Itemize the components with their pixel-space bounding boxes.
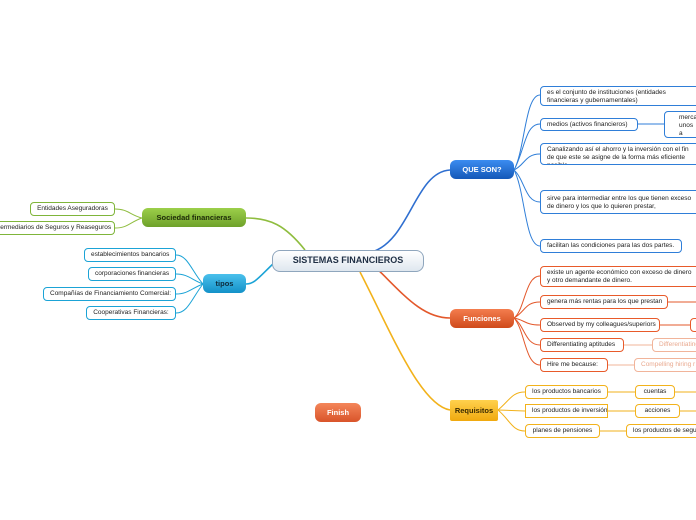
connector-requisitos-3 [497, 409, 526, 432]
funciones-item-5[interactable]: Hire me because: [540, 358, 608, 372]
tipos-item-4[interactable]: Cooperativas Financieras: [86, 306, 176, 320]
requisitos-item-1[interactable]: los productos bancarios [525, 385, 608, 399]
que-son-item-2[interactable]: medios (activos financieros) [540, 118, 638, 131]
central-topic[interactable]: SISTEMAS FINANCIEROS [272, 250, 424, 272]
finish-topic[interactable]: Finish [315, 403, 361, 422]
requisitos-sub-1[interactable]: cuentas [635, 385, 675, 399]
requisitos-sub-2[interactable]: acciones [635, 404, 680, 418]
requisitos-item-3[interactable]: planes de pensiones [525, 424, 600, 438]
topic-que-son[interactable]: QUE SON? [450, 160, 514, 179]
topic-tipos[interactable]: tipos [203, 274, 246, 293]
requisitos-sub-3[interactable]: los productos de segu [626, 424, 696, 438]
connector-tipos-4 [175, 283, 204, 314]
funciones-item-4[interactable]: Differentiating aptitudes [540, 338, 624, 352]
connector-funciones-2 [513, 301, 541, 319]
connector-center-que-son [371, 169, 451, 253]
funciones-item-4-sub[interactable]: Differentiating [652, 338, 696, 352]
funciones-item-3[interactable]: Observed by my colleagues/superiors [540, 318, 660, 332]
tipos-item-3[interactable]: Compañías de Financiamiento Comercial: [43, 287, 176, 301]
requisitos-item-2[interactable]: los productos de inversión [525, 404, 608, 418]
connector-sociedad-2 [114, 217, 143, 229]
connector-requisitos-2 [497, 409, 526, 412]
que-son-item-4[interactable]: sirve para intermediar entre los que tie… [540, 190, 696, 214]
funciones-item-5-sub[interactable]: Compelling hiring r [634, 358, 696, 372]
connector-requisitos-1 [497, 391, 526, 411]
sociedad-item-1[interactable]: Entidades Aseguradoras [30, 202, 115, 216]
que-son-medios-sub[interactable]: mercados, unos a otros, demandantes [664, 111, 696, 138]
sociedad-item-2[interactable]: Intermediarios de Seguros y Reaseguros [0, 221, 115, 235]
connector-que-son-2 [513, 123, 541, 171]
funciones-item-3-sub[interactable] [690, 318, 696, 332]
connector-tipos-2 [175, 273, 204, 285]
tipos-item-2[interactable]: corporaciones financieras [88, 267, 176, 281]
connector-center-requisitos [359, 271, 451, 411]
topic-requisitos[interactable]: Requisitos [450, 400, 498, 421]
connector-funciones-4 [513, 317, 541, 346]
connector-center-funciones [371, 263, 451, 319]
topic-sociedad-financieras[interactable]: Sociedad financieras [142, 208, 246, 227]
topic-funciones[interactable]: Funciones [450, 309, 514, 328]
connector-que-son-5 [513, 169, 541, 247]
connector-funciones-1 [513, 275, 541, 319]
connector-center-sociedad [245, 217, 306, 251]
que-son-item-3[interactable]: Canalizando así el ahorro y la inversión… [540, 143, 696, 165]
que-son-item-5[interactable]: facilitan las condiciones para las dos p… [540, 239, 682, 253]
tipos-item-1[interactable]: establecimientos bancarios [84, 248, 176, 262]
connector-que-son-3 [513, 153, 541, 171]
connector-center-tipos [245, 261, 276, 285]
funciones-item-1[interactable]: existe un agente económico con exceso de… [540, 266, 696, 287]
connector-sociedad-1 [114, 208, 143, 219]
connector-funciones-3 [513, 317, 541, 326]
connector-tipos-3 [175, 283, 204, 295]
connector-que-son-4 [513, 169, 541, 203]
connector-tipos-1 [175, 254, 204, 285]
que-son-item-1[interactable]: es el conjunto de instituciones (entidad… [540, 86, 696, 106]
funciones-item-2[interactable]: genera más rentas para los que prestan [540, 295, 668, 309]
connector-funciones-5 [513, 317, 541, 366]
